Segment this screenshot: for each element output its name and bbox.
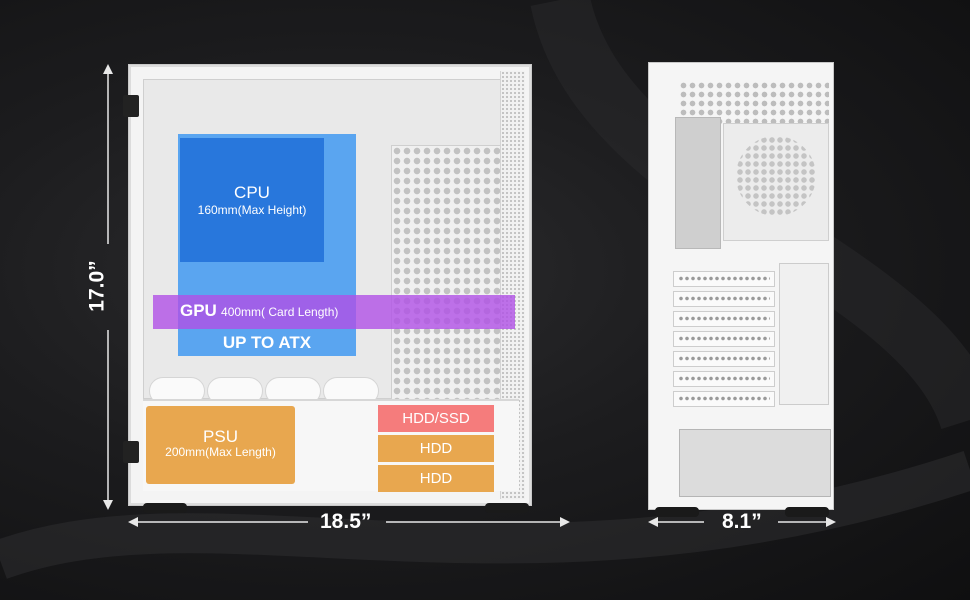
drive-bay-hdd: HDD	[378, 465, 494, 492]
case-foot	[143, 503, 187, 513]
gpu-label: GPU 400mm( Card Length)	[180, 301, 338, 321]
expansion-slot	[673, 291, 775, 307]
psu-title: PSU	[203, 427, 238, 446]
depth-label: 18.5”	[320, 510, 372, 533]
gpu-length-bar	[153, 295, 515, 329]
depth-arrow	[128, 517, 570, 527]
case-back-view	[648, 62, 834, 517]
height-label: 17.0”	[85, 260, 109, 312]
case-foot	[785, 507, 829, 517]
expansion-slot	[673, 311, 775, 327]
expansion-slot	[673, 391, 775, 407]
panel-hinge	[123, 441, 139, 463]
cpu-cooler-zone	[180, 138, 324, 262]
panel-hinge	[123, 95, 139, 117]
rear-fan-grill	[723, 123, 829, 241]
expansion-slot	[673, 351, 775, 367]
width-arrow	[648, 517, 836, 527]
drive-bay-hdd: HDD	[378, 435, 494, 462]
fan-icon	[736, 136, 816, 216]
psu-spec: 200mm(Max Length)	[165, 445, 276, 459]
expansion-slot	[673, 331, 775, 347]
expansion-slot	[673, 371, 775, 387]
psu-area	[146, 406, 295, 484]
gpu-spec: 400mm( Card Length)	[221, 305, 339, 319]
io-shield-opening	[675, 117, 721, 249]
cpu-title: CPU	[234, 183, 270, 202]
case-foot	[655, 507, 699, 517]
vertical-slot-bracket	[779, 263, 829, 405]
expansion-slot	[673, 271, 775, 287]
case-foot	[485, 503, 529, 513]
cpu-spec: 160mm(Max Height)	[197, 203, 307, 217]
motherboard-support-label: UP TO ATX	[222, 333, 312, 352]
gpu-title: GPU	[180, 301, 217, 320]
psu-mount-opening	[679, 429, 831, 497]
drive-bay-hdd-ssd: HDD/SSD	[378, 405, 494, 432]
height-arrow	[103, 64, 113, 510]
width-label: 8.1”	[722, 510, 762, 533]
